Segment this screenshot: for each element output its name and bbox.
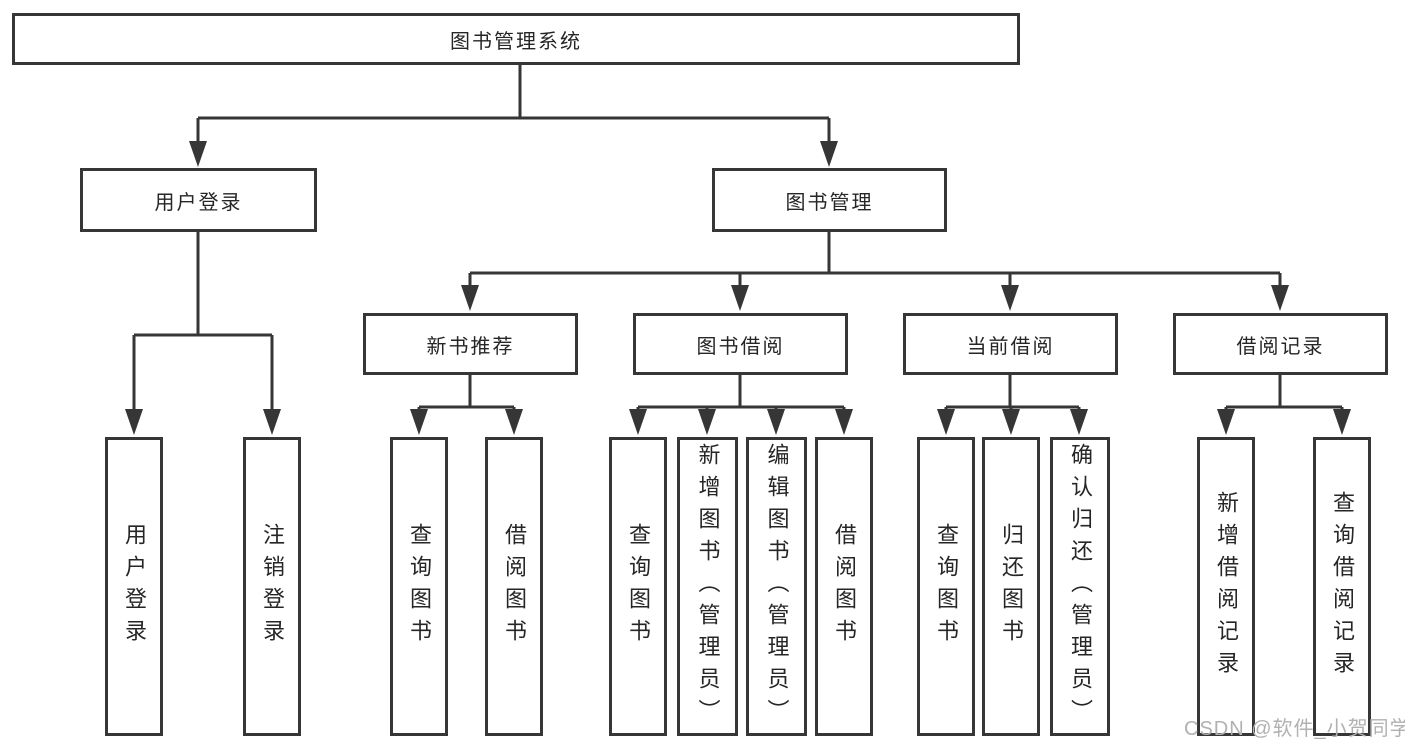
node-borrow-query-books-label: 查询图书 xyxy=(626,522,651,651)
node-borrow-add-books-admin-label: 新增图书（管理员） xyxy=(695,442,721,731)
node-borrow-borrow-books-label: 借阅图书 xyxy=(832,522,857,651)
node-borrow-query-books: 查询图书 xyxy=(609,437,667,736)
node-login-user-login: 用户登录 xyxy=(105,437,163,736)
node-user-login-label: 用户登录 xyxy=(154,191,243,214)
node-newrec-borrow-books-label: 借阅图书 xyxy=(502,522,527,651)
node-library-system-label: 图书管理系统 xyxy=(450,30,582,53)
node-records-query-record: 查询借阅记录 xyxy=(1313,437,1371,736)
node-library-system: 图书管理系统 xyxy=(12,13,1020,65)
node-borrow-edit-books-admin: 编辑图书（管理员） xyxy=(746,437,807,736)
node-newrec-query-books: 查询图书 xyxy=(390,437,448,736)
arrowheads xyxy=(125,141,1351,435)
node-current-return-books: 归还图书 xyxy=(982,437,1040,736)
node-records-add-record: 新增借阅记录 xyxy=(1197,437,1255,736)
node-records-add-record-label: 新增借阅记录 xyxy=(1214,490,1239,683)
node-current-borrowing-label: 当前借阅 xyxy=(966,335,1055,358)
node-borrowing-records: 借阅记录 xyxy=(1173,313,1388,375)
node-borrow-borrow-books: 借阅图书 xyxy=(815,437,873,736)
node-current-query-books: 查询图书 xyxy=(917,437,975,736)
node-current-borrowing: 当前借阅 xyxy=(903,313,1118,375)
node-book-borrowing-label: 图书借阅 xyxy=(696,335,785,358)
node-login-logout-label: 注销登录 xyxy=(260,522,285,651)
node-current-confirm-return-admin-label: 确认归还（管理员） xyxy=(1068,442,1093,731)
node-newrec-query-books-label: 查询图书 xyxy=(407,522,432,651)
node-book-management-label: 图书管理 xyxy=(785,191,874,214)
node-borrow-add-books-admin: 新增图书（管理员） xyxy=(677,437,738,736)
node-login-user-login-label: 用户登录 xyxy=(122,522,147,651)
node-new-book-recommend: 新书推荐 xyxy=(363,313,578,375)
node-current-query-books-label: 查询图书 xyxy=(934,522,959,651)
node-borrowing-records-label: 借阅记录 xyxy=(1236,335,1325,358)
node-user-login: 用户登录 xyxy=(80,168,317,232)
node-current-confirm-return-admin: 确认归还（管理员） xyxy=(1050,437,1110,736)
node-new-book-recommend-label: 新书推荐 xyxy=(426,335,515,358)
node-book-management: 图书管理 xyxy=(712,168,947,232)
node-newrec-borrow-books: 借阅图书 xyxy=(485,437,543,736)
node-current-return-books-label: 归还图书 xyxy=(999,522,1024,651)
node-borrow-edit-books-admin-label: 编辑图书（管理员） xyxy=(764,442,790,731)
node-book-borrowing: 图书借阅 xyxy=(633,313,848,375)
node-records-query-record-label: 查询借阅记录 xyxy=(1330,490,1355,683)
node-login-logout: 注销登录 xyxy=(243,437,301,736)
watermark-text: CSDN @软件_小贺同学 xyxy=(1184,718,1405,740)
